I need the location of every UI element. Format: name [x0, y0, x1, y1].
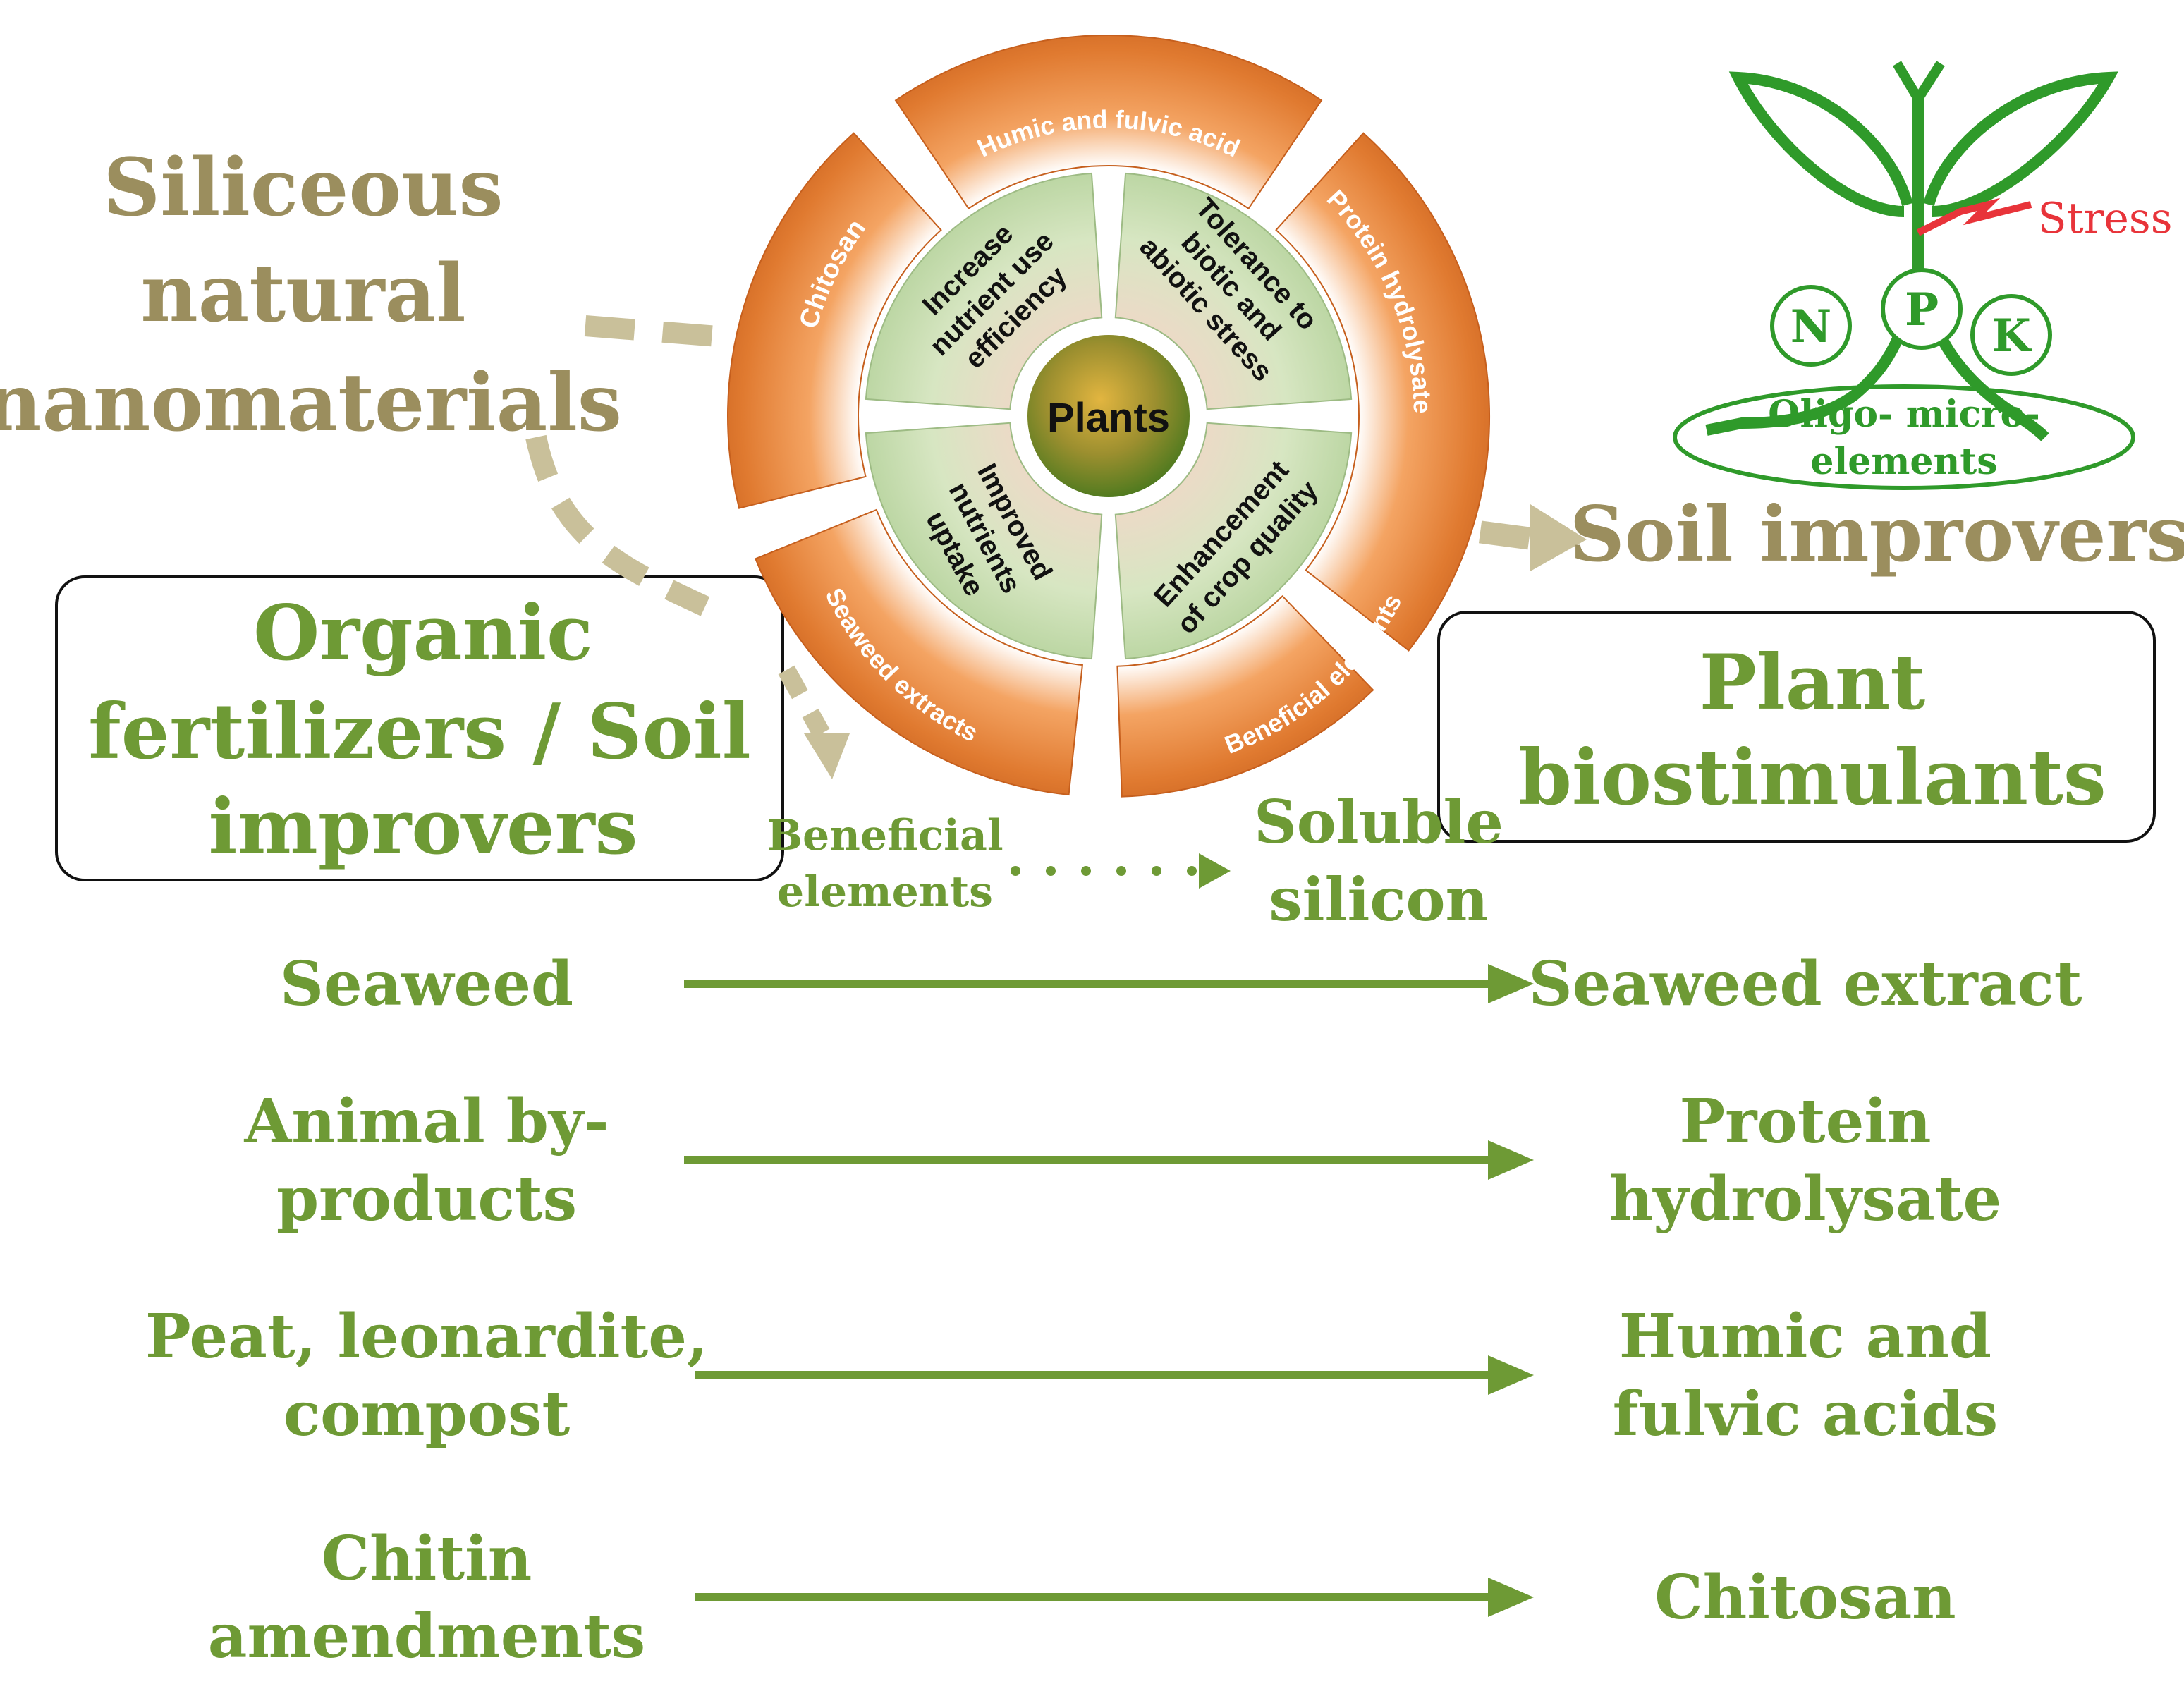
row-source-label: compost [283, 1379, 571, 1450]
inner-ring [865, 172, 1353, 660]
nutrient-n-circle [1770, 285, 1852, 367]
nutrient-p-circle [1881, 268, 1963, 350]
dashed-arrowhead-down [804, 733, 850, 779]
nutrient-n-label: N [1790, 300, 1832, 353]
dashed-arrow-down [778, 665, 830, 738]
leaf-left-icon [1728, 71, 1913, 217]
inner-quadrant-top-right [1114, 172, 1353, 410]
row-source-label: products [276, 1164, 577, 1235]
row-product-label: hydrolysate [1609, 1164, 2002, 1235]
row-source-label: Peat, leonardite, [145, 1301, 708, 1372]
oligo-label-2: elements [1810, 440, 1997, 483]
dotted-arrowhead [1199, 853, 1231, 889]
row-source-label: Seaweed [280, 948, 573, 1020]
dotted-arrow [1011, 866, 1197, 876]
row-arrowhead [1488, 1355, 1534, 1395]
svg-text:nanomaterials: nanomaterials [0, 357, 622, 449]
inner-quadrant-bottom-right [1114, 422, 1353, 660]
siliceous-title: Siliceous natural nanomaterials [0, 142, 622, 449]
inner-quadrant-top-left [865, 172, 1103, 410]
row-source-label: Animal by- [243, 1086, 609, 1157]
wheel-center-label: Plants [1047, 395, 1170, 441]
row-source-label: Chitin [322, 1523, 532, 1594]
outer-ring [727, 35, 1490, 798]
row-product-label: Chitosan [1654, 1562, 1956, 1633]
row-product-label: Protein [1680, 1086, 1932, 1157]
stress-bolt-icon [1916, 197, 2032, 236]
row-product-label: fulvic acids [1613, 1379, 1998, 1450]
oligo-label-1: Oligo- micro- [1768, 393, 2040, 436]
outer-sector-bottom-left [755, 508, 1083, 796]
row-arrowhead [1488, 964, 1534, 1003]
stress-label: Stress [2038, 194, 2173, 243]
soluble-silicon-label: Soluble silicon [1254, 787, 1503, 934]
dashed-arrow-to-wheel [584, 315, 728, 348]
svg-text:natural: natural [140, 248, 465, 340]
svg-text:fertilizers / Soil: fertilizers / Soil [88, 688, 751, 776]
nutrient-p-label: P [1905, 283, 1939, 336]
dot [1081, 866, 1091, 876]
dot [1011, 866, 1020, 876]
svg-text:Plant: Plant [1700, 638, 1926, 727]
row-arrowhead [1488, 1140, 1534, 1180]
organic-box-title: Organic fertilizers / Soil improvers [88, 589, 751, 872]
outer-sector-top [894, 35, 1323, 210]
conversion-row: Seaweed Seaweed extract [280, 948, 2082, 1020]
row-product-label: Humic and [1619, 1301, 1991, 1372]
dot [1046, 866, 1056, 876]
nutrient-k-circle [1970, 294, 2052, 376]
conversion-row: Peat, leonardite,compost Humic andfulvic … [145, 1301, 1998, 1450]
outer-sector-bottom-right [1116, 594, 1374, 798]
svg-text:biostimulants: biostimulants [1518, 733, 2106, 822]
oligo-ellipse [1673, 384, 2135, 490]
svg-text:silicon: silicon [1269, 865, 1488, 934]
leaf-right-icon [1923, 71, 2118, 217]
inner-quadrant-bottom-left [865, 422, 1103, 660]
plant-sprout [1892, 61, 1945, 102]
dot [1187, 866, 1197, 876]
svg-text:Siliceous: Siliceous [103, 142, 503, 234]
svg-text:Organic: Organic [253, 589, 593, 678]
outer-sector-left [727, 132, 942, 509]
svg-text:Soluble: Soluble [1254, 787, 1503, 857]
svg-text:improvers: improvers [209, 783, 638, 872]
plant-box-title: Plant biostimulants [1518, 638, 2106, 822]
nutrient-k-label: K [1991, 310, 2032, 362]
svg-text:Beneficial: Beneficial [767, 811, 1003, 860]
row-product-label: Seaweed extract [1529, 948, 2082, 1020]
soil-improvers-label: Soil improvers [1570, 490, 2184, 579]
outer-sector-right [1275, 132, 1490, 652]
row-arrowhead [1488, 1578, 1534, 1617]
dashed-curve-left [525, 434, 710, 616]
svg-text:elements: elements [777, 867, 993, 917]
dot [1116, 866, 1126, 876]
row-source-label: amendments [208, 1601, 645, 1672]
dot [1152, 866, 1161, 876]
plant-icon: Stress N P K Oligo- micro- elements [1673, 61, 2173, 490]
plants-center-circle [1023, 331, 1194, 501]
dashed-arrowhead-soil [1530, 504, 1587, 571]
beneficial-elements-label: Beneficial elements [767, 811, 1003, 917]
